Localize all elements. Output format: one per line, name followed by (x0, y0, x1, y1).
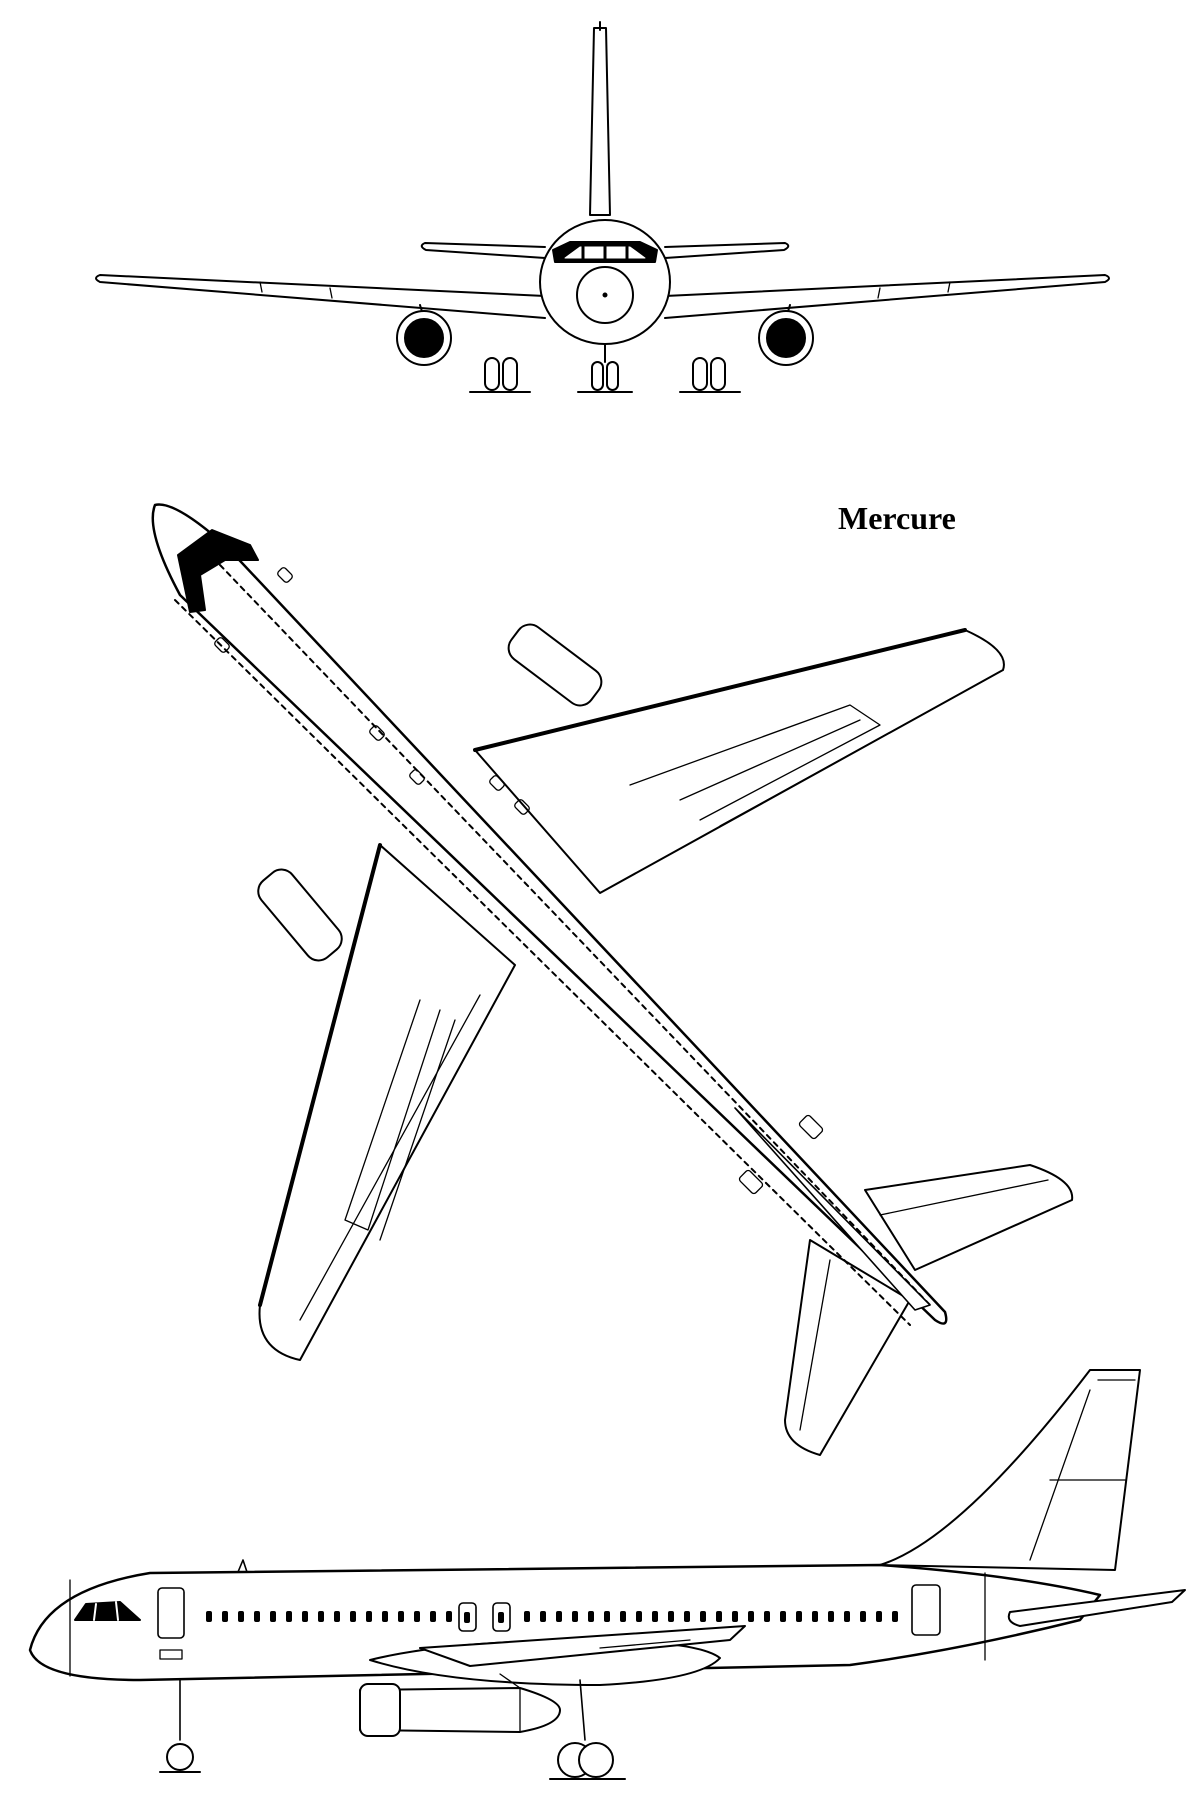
side-view (28, 1369, 1186, 1780)
plan-fuselage (151, 503, 948, 1325)
side-door-front (157, 1587, 185, 1639)
front-gear-nose (577, 344, 633, 393)
side-engine (359, 1687, 561, 1733)
plan-wing-right (474, 629, 1005, 894)
front-view (95, 21, 1110, 393)
front-gear-left (469, 357, 531, 393)
plan-engine-left (257, 868, 343, 962)
front-stabilizer-left (420, 242, 546, 259)
side-overwing-exit-2 (492, 1602, 511, 1632)
side-overwing-exit-1 (458, 1602, 477, 1632)
front-gear-right (679, 357, 741, 393)
side-horizontal-stabilizer (1007, 1589, 1186, 1627)
side-vertical-tail (879, 1369, 1141, 1571)
plan-wing-left (258, 844, 516, 1361)
side-main-gear (549, 1679, 626, 1780)
side-door-rear (911, 1584, 941, 1636)
plan-stabilizer-right (864, 1164, 1074, 1271)
plan-engine-right (507, 623, 603, 707)
plan-view (151, 503, 1074, 1456)
aircraft-name-caption: Mercure (838, 500, 956, 536)
plan-dorsal-fin (734, 1107, 931, 1311)
front-stabilizer-right (664, 242, 790, 259)
front-engine-left (396, 304, 452, 366)
front-wing-left (95, 274, 546, 319)
front-engine-right (758, 304, 814, 366)
side-cabin-windows (206, 1611, 898, 1623)
plan-stabilizer-left (784, 1239, 911, 1456)
side-wing (419, 1625, 746, 1667)
side-nose-gear (159, 1679, 201, 1773)
front-fin (589, 27, 611, 216)
plan-cockpit-windows (177, 529, 259, 613)
front-wing-right (664, 274, 1110, 319)
